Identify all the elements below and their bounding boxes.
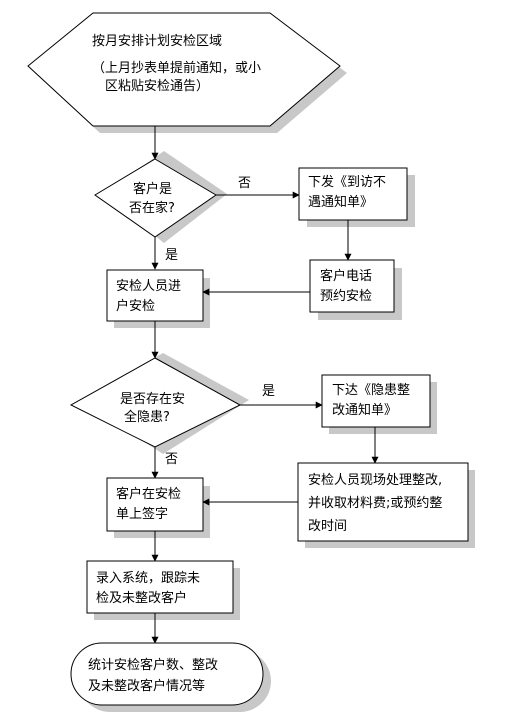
- notice1-text-line-1: 下发《到访不: [308, 174, 386, 190]
- notice1-box: [298, 167, 408, 221]
- decision1-no-label: 否: [238, 176, 251, 191]
- fix-box: [297, 462, 469, 542]
- start-hexagon: [27, 12, 341, 127]
- decision1-yes-label: 是: [165, 248, 178, 263]
- decision2-text-line-1: 是否存在安: [120, 392, 185, 407]
- appoint-box: [309, 259, 395, 313]
- decision1-text-line-2: 否在家?: [129, 200, 175, 216]
- fix-text-line-3: 改时间: [308, 519, 347, 534]
- end-terminator: [70, 642, 264, 706]
- notice2-text-line-1: 下达《隐患整: [332, 383, 410, 398]
- decision2-diamond: [69, 357, 242, 448]
- enter-text-line-1: 安检人员进: [116, 279, 181, 294]
- sign-text-line-1: 客户在安检: [116, 486, 181, 502]
- decision1-text-line-1: 客户是: [133, 181, 172, 197]
- record-box: [86, 560, 234, 614]
- decision2-no-label: 否: [165, 452, 178, 467]
- fix-text-line-2: 并收取材料费;或预约整: [308, 496, 442, 511]
- decision2-text-line-2: 全隐患?: [124, 409, 170, 425]
- notice1-text-line-2: 遇通知单》: [308, 194, 373, 210]
- fix-text-line-1: 安检人员现场处理整改,: [308, 473, 442, 488]
- notice2-box: [321, 374, 431, 428]
- sign-box: [106, 477, 204, 532]
- notice2-text-line-2: 改通知单》: [332, 402, 397, 418]
- end-text-line-2: 及未整改客户情况等: [88, 678, 205, 694]
- enter-text-line-2: 户安检: [116, 298, 155, 314]
- appoint-text-line-1: 客户电话: [320, 268, 372, 284]
- start-text-line-3: 区粘贴安检通告）: [105, 79, 209, 94]
- record-text-line-2: 检及未整改客户: [96, 590, 187, 606]
- start-text-line-2: （上月抄表单提前通知，或小: [92, 60, 261, 76]
- end-text-line-1: 统计安检客户数、整改: [88, 657, 218, 673]
- start-text-line-1: 按月安排计划安检区域: [92, 34, 222, 49]
- record-text-line-1: 录入系统，跟踪未: [96, 571, 200, 586]
- enter-box: [106, 269, 204, 322]
- appoint-text-line-2: 预约安检: [320, 289, 372, 304]
- sign-text-line-2: 单上签字: [116, 506, 168, 522]
- decision1-diamond: [94, 158, 217, 238]
- decision2-yes-label: 是: [262, 384, 275, 399]
